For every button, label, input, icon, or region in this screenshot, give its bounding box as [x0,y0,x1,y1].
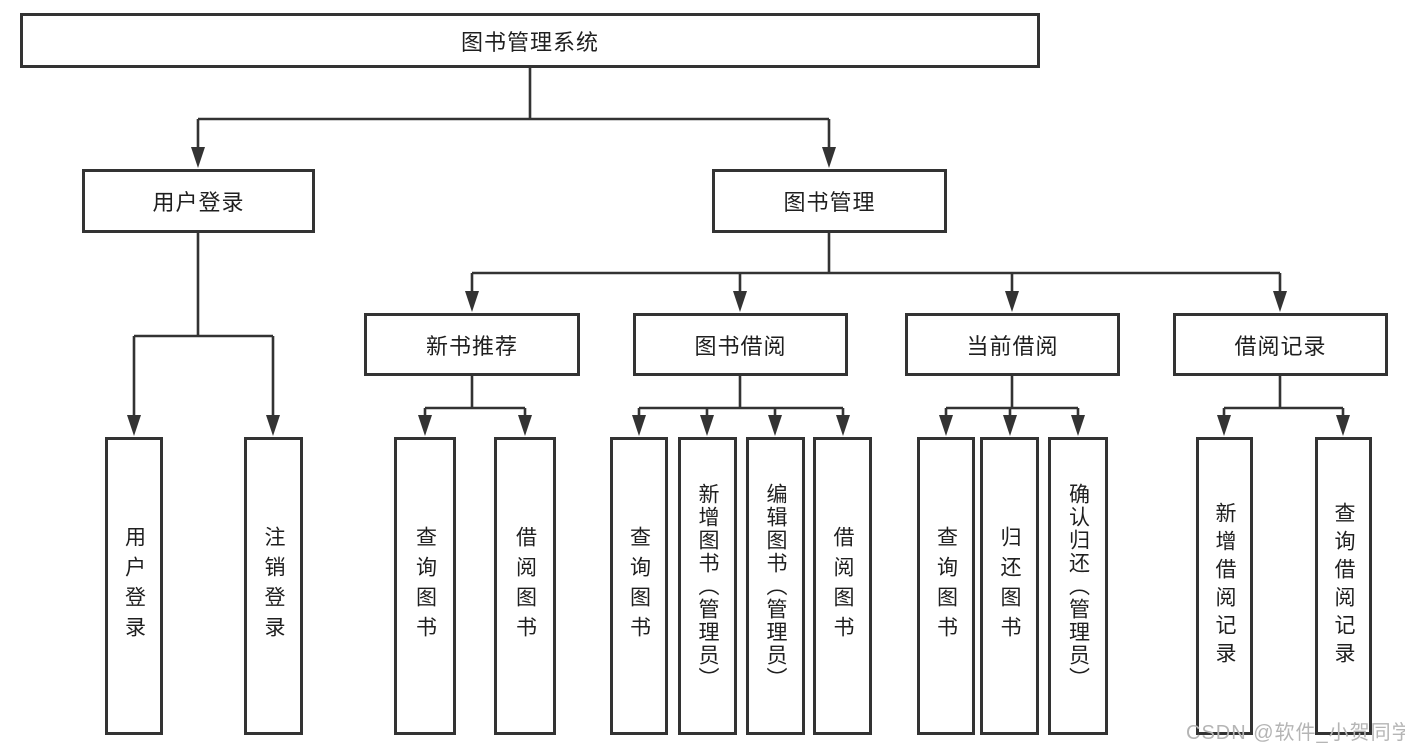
leaf-label: 查询图书 [934,526,958,646]
node-library-system: 图书管理系统 [20,13,1040,68]
leaf-current-query-book: 查询图书 [917,437,975,735]
leaf-records-query-record: 查询借阅记录 [1315,437,1372,735]
leaf-current-return-book: 归还图书 [980,437,1039,735]
node-label: 图书借阅 [694,333,787,359]
leaf-label: 新增借阅记录 [1213,502,1236,670]
leaf-label: 借阅图书 [831,526,854,646]
leaf-label: 查询图书 [627,526,651,646]
leaf-label: 归还图书 [998,526,1021,646]
leaf-records-add-record: 新增借阅记录 [1196,437,1253,735]
leaf-label: 注销登录 [262,526,285,646]
leaf-logout: 注销登录 [244,437,303,735]
leaf-current-confirm-return-admin: 确认归还（管理员） [1048,437,1108,735]
leaf-label: 确认归还（管理员） [1066,482,1090,690]
node-label: 借阅记录 [1234,333,1327,359]
node-book-management: 图书管理 [712,169,947,233]
node-current-borrow: 当前借阅 [905,313,1120,376]
leaf-label: 查询借阅记录 [1332,502,1355,670]
csdn-watermark: CSDN @软件_小贺同学 [1186,722,1405,744]
leaf-label: 用户登录 [122,526,146,646]
leaf-borrow-edit-book-admin: 编辑图书（管理员） [746,437,805,735]
node-borrow-records: 借阅记录 [1173,313,1388,376]
leaf-newrec-borrow-book: 借阅图书 [494,437,556,735]
node-label: 图书管理 [783,190,876,215]
leaf-borrow-borrow-book: 借阅图书 [813,437,872,735]
node-label: 图书管理系统 [460,29,599,55]
leaf-label: 编辑图书（管理员） [764,482,787,690]
node-user-login: 用户登录 [82,169,315,233]
leaf-label: 新增图书（管理员） [696,482,719,690]
leaf-newrec-query-book: 查询图书 [394,437,456,735]
node-label: 新书推荐 [425,333,518,359]
leaf-user-login: 用户登录 [105,437,163,735]
node-new-book-recommend: 新书推荐 [364,313,580,376]
leaf-borrow-query-book: 查询图书 [610,437,668,735]
leaf-label: 借阅图书 [513,526,537,646]
leaf-label: 查询图书 [413,526,437,646]
node-book-borrow: 图书借阅 [633,313,848,376]
node-label: 用户登录 [152,190,245,215]
node-label: 当前借阅 [966,333,1059,359]
leaf-borrow-add-book-admin: 新增图书（管理员） [678,437,737,735]
